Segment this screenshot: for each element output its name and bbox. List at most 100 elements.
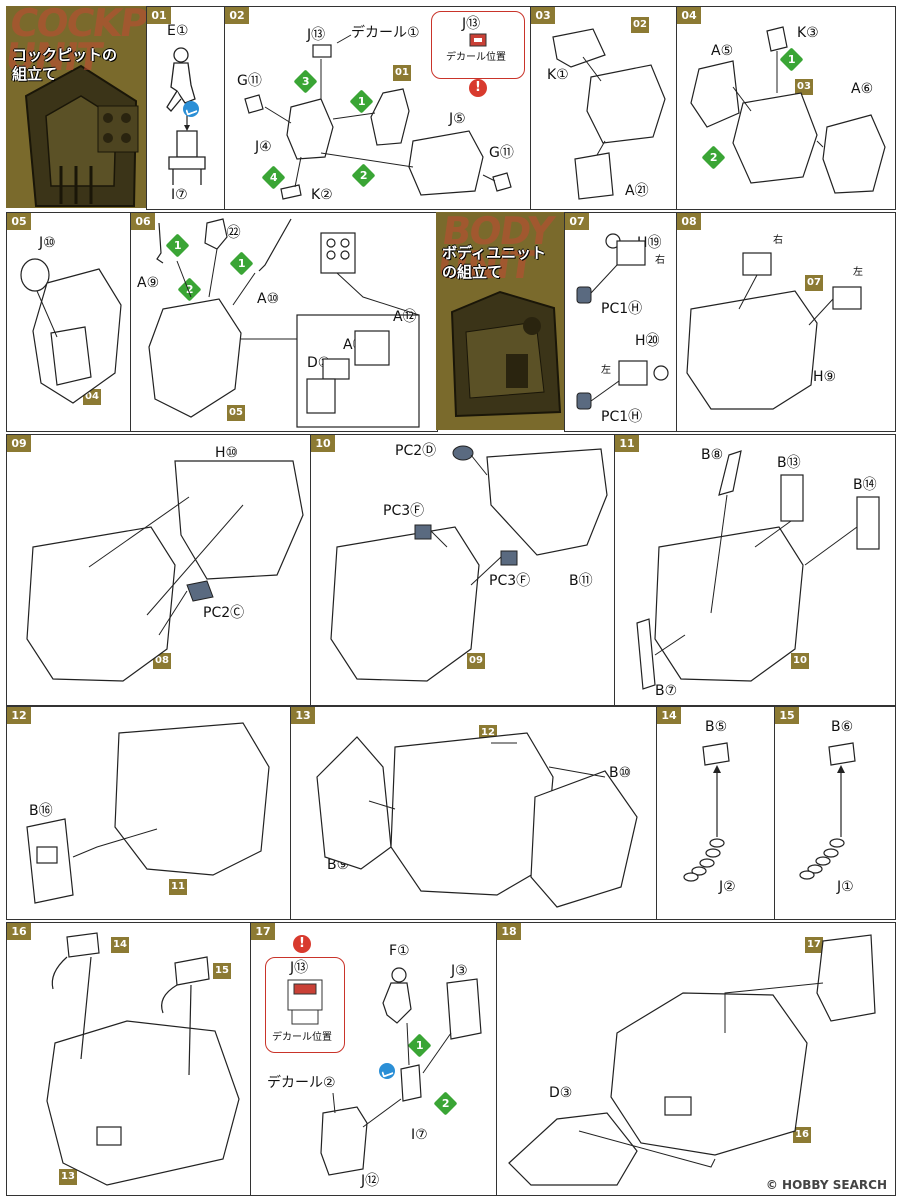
part-label-b6: B⑥ — [831, 719, 854, 735]
part-label-k1: K① — [547, 67, 569, 83]
part-label-i7: I⑦ — [171, 187, 188, 203]
step-15-panel: 15 B⑥ J① — [774, 706, 896, 920]
step-number: 10 — [311, 435, 335, 452]
part-d2-drawing — [306, 378, 336, 414]
left-side-label: 左 — [853, 267, 863, 278]
part-label-b8: B⑧ — [701, 447, 724, 463]
part-label-j10: J⑩ — [39, 235, 56, 251]
body-assembly-drawing — [26, 526, 176, 682]
part-b7-drawing — [636, 618, 656, 690]
callout-caption: デカール位置 — [272, 1032, 332, 1043]
step-number: 07 — [565, 213, 589, 230]
body-assembly-drawing — [46, 1020, 240, 1186]
body-assembly-drawing — [330, 526, 480, 682]
hose-j2-drawing — [683, 838, 725, 882]
part-a11-drawing — [322, 358, 350, 380]
left-side-label: 左 — [601, 365, 611, 376]
antenna-a9-drawing — [156, 222, 164, 264]
part-label-pc1h-b: PC1Ⓗ — [601, 409, 643, 425]
part-label-a5: A⑤ — [711, 43, 734, 59]
glue-mark-icon — [379, 1063, 395, 1079]
part-h19-drawing — [616, 240, 646, 266]
pilot-head-drawing — [391, 967, 407, 983]
watermark: © HOBBY SEARCH — [765, 1178, 887, 1192]
arm-joint-left-drawing — [832, 286, 862, 310]
polycap-pc2c — [186, 580, 214, 602]
cockpit-seat-drawing — [286, 98, 334, 160]
warning-icon: ! — [293, 935, 311, 953]
callout-part-label: J⑬ — [290, 960, 309, 976]
body-assembly-drawing — [610, 992, 808, 1156]
pilot-body-drawing — [382, 982, 412, 1024]
ref-tag-03: 03 — [795, 79, 813, 95]
ref-tag-10: 10 — [791, 653, 809, 669]
part-j5-drawing — [408, 130, 484, 196]
part-b5-drawing — [702, 742, 730, 766]
part-b10-drawing — [530, 770, 638, 908]
step-number: 05 — [7, 213, 31, 230]
part-label-g11-right: G⑪ — [489, 145, 514, 161]
polycap-pc3f-b — [500, 550, 518, 566]
part-a12-drawing — [354, 330, 390, 366]
part-a22-drawing — [204, 218, 228, 250]
step-04-panel: 04 A⑤ K③ 03 A⑥ 1 2 — [676, 6, 896, 210]
part-label-j13: J⑬ — [307, 27, 326, 43]
part-j10-drawing — [20, 258, 50, 292]
part-label-pc2d: PC2Ⓓ — [395, 443, 437, 459]
pilot-figure — [166, 47, 196, 112]
step-number: 02 — [225, 7, 249, 24]
polycap-pc1h-a — [576, 286, 592, 304]
callout-caption: デカール位置 — [446, 52, 506, 63]
part-label-e1: E① — [167, 23, 189, 39]
cockpit-assembly-drawing — [586, 64, 666, 144]
glue-mark-icon — [183, 101, 199, 117]
part-label-j2: J② — [719, 879, 736, 895]
part-label-pc2c: PC2Ⓒ — [203, 605, 245, 621]
step-07-panel: 07 H⑲ 右 PC1Ⓗ H⑳ 左 PC1Ⓗ — [564, 212, 678, 432]
part-label-j1: J① — [837, 879, 854, 895]
pilot-drawing — [370, 88, 410, 146]
step-11-panel: 11 B⑧ B⑬ B⑭ B⑦ 10 — [614, 434, 896, 706]
step-17-panel: 17 ! J⑬ デカール位置 F① J③ デカール② I⑦ J⑫ 1 2 — [250, 922, 498, 1196]
part-label-b13: B⑬ — [777, 455, 801, 471]
ref-tag-11: 11 — [169, 879, 187, 895]
cockpit-illustration — [6, 6, 146, 208]
part-a21-drawing — [574, 152, 614, 200]
decal-position-callout: J⑬ デカール位置 — [265, 957, 345, 1053]
part-b14-drawing — [856, 496, 880, 550]
part-a5-drawing — [690, 60, 740, 128]
step-12-panel: 12 B⑯ 11 — [6, 706, 292, 920]
part-label-h9: H⑨ — [813, 369, 837, 385]
part-a6-drawing — [822, 114, 886, 194]
part-label-k2: K② — [311, 187, 333, 203]
step-06-panel: 06 A㉒ A⑨ A⑩ A⑫ A⑪ D② 05 1 1 2 — [130, 212, 438, 432]
body-heading: ボディユニット の組立て — [442, 244, 546, 281]
part-label-j12: J⑫ — [361, 1173, 380, 1189]
part-label-b14: B⑭ — [853, 477, 877, 493]
ref-tag-07: 07 — [805, 275, 823, 291]
polycap-pc2d — [452, 445, 474, 461]
hose-assembly-right-drawing — [174, 956, 210, 986]
part-b8-drawing — [718, 450, 742, 496]
part-label-d3: D③ — [549, 1085, 573, 1101]
hose-assembly-left-drawing — [66, 932, 100, 958]
cockpit-unit-drawing — [816, 934, 876, 1022]
cockpit-shell-drawing — [148, 298, 242, 418]
ref-tag-01: 01 — [393, 65, 411, 81]
ref-tag-15: 15 — [213, 963, 231, 979]
cockpit-body-drawing — [732, 92, 818, 184]
part-label-h20: H⑳ — [635, 333, 660, 349]
part-label-b7: B⑦ — [655, 683, 678, 699]
part-label-b5: B⑤ — [705, 719, 728, 735]
part-h9-drawing — [686, 290, 818, 410]
step-number: 12 — [7, 707, 31, 724]
part-label-j3: J③ — [451, 963, 468, 979]
ref-tag-02: 02 — [631, 17, 649, 33]
part-label-a21: A㉑ — [625, 183, 649, 199]
part-label-k3: K③ — [797, 25, 819, 41]
step-number: 04 — [677, 7, 701, 24]
part-k1-drawing — [552, 28, 606, 68]
part-label-h10: H⑩ — [215, 445, 239, 461]
step-number: 18 — [497, 923, 521, 940]
ref-tag-09: 09 — [467, 653, 485, 669]
